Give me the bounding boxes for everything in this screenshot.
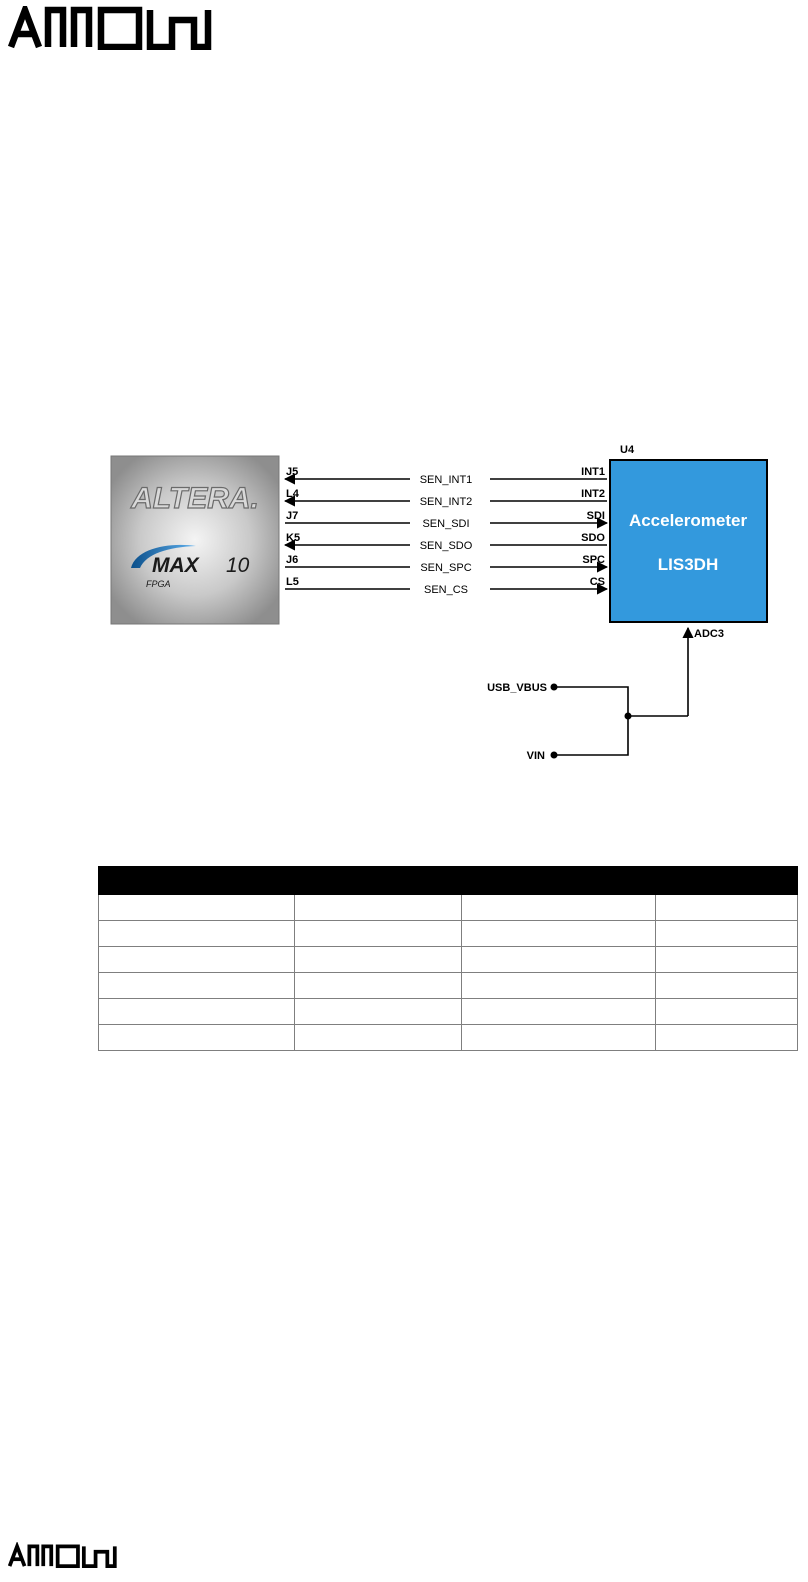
table-cell: [294, 946, 462, 973]
fpga-pin-label: J7: [286, 510, 298, 522]
fpga-brand: ALTERA.: [130, 482, 259, 515]
fpga-chip: ALTERA. MAX 10 FPGA: [110, 455, 280, 625]
table-cell: [294, 894, 462, 921]
signal-label-bg: [410, 515, 490, 529]
accelerometer-name: Accelerometer: [629, 511, 748, 530]
accelerometer-block: U4 Accelerometer LIS3DH ADC3: [609, 444, 768, 640]
signal-label-bg: [410, 581, 490, 595]
table-header-cell: [461, 866, 656, 895]
signal-label-bg: [410, 471, 490, 485]
signal-label: SEN_INT2: [420, 496, 473, 508]
usb-vbus-label: USB_VBUS: [487, 682, 547, 694]
arrow-logo-footer: [8, 1542, 117, 1569]
table-cell: [461, 894, 656, 921]
accelerometer-pin-label: SDO: [581, 532, 605, 544]
table-row: [98, 920, 798, 947]
table-header-cell: [655, 866, 798, 895]
fpga-pin-label: K5: [286, 532, 300, 544]
accelerometer-pin-label: SDI: [587, 510, 605, 522]
fpga-family: FPGA: [146, 579, 171, 589]
table-row: [98, 1024, 798, 1051]
table-header-cell: [294, 866, 462, 895]
usb-vbus-terminal: [550, 683, 558, 691]
accelerometer-part: LIS3DH: [658, 555, 718, 574]
fpga-product-suffix: 10: [226, 554, 250, 577]
table-cell: [461, 1024, 656, 1051]
table-header-row: [98, 866, 798, 895]
table-cell: [294, 972, 462, 999]
power-circuit: [554, 626, 694, 756]
table-cell: [655, 972, 798, 999]
table-cell: [98, 972, 295, 999]
adc-label: ADC3: [694, 628, 724, 640]
table-row: [98, 946, 798, 973]
max10-swoosh-icon: [131, 544, 196, 568]
table-cell: [461, 946, 656, 973]
table-cell: [294, 1024, 462, 1051]
fpga-pin-label: J6: [286, 554, 298, 566]
table-cell: [655, 946, 798, 973]
signal-label: SEN_SDI: [422, 518, 469, 530]
signal-label: SEN_SDO: [420, 540, 473, 552]
fpga-product: MAX: [152, 554, 201, 577]
accelerometer-pin-label: CS: [590, 576, 605, 588]
table-cell: [98, 894, 295, 921]
accelerometer-block-diagram: ALTERA. MAX 10 FPGA U4 Accelerometer LIS…: [110, 444, 768, 762]
table-row: [98, 972, 798, 999]
vin-terminal: [550, 751, 558, 759]
accelerometer-pin-label: SPC: [582, 554, 605, 566]
table-cell: [655, 894, 798, 921]
table-cell: [461, 920, 656, 947]
junction-dot: [624, 712, 632, 720]
fpga-pin-label: L4: [286, 488, 300, 500]
table-row: [98, 998, 798, 1025]
table-cell: [98, 946, 295, 973]
table-row: [98, 894, 798, 921]
table-cell: [655, 998, 798, 1025]
signal-label: SEN_INT1: [420, 474, 473, 486]
table-cell: [98, 998, 295, 1025]
fpga-pin-label: L5: [286, 576, 299, 588]
accelerometer-ref: U4: [620, 444, 635, 456]
signal-label-bg: [410, 559, 490, 573]
accelerometer-pin-label: INT1: [581, 466, 605, 478]
signal-label: SEN_SPC: [420, 562, 471, 574]
vin-label: VIN: [527, 750, 545, 762]
pin-assignment-table: [98, 866, 798, 1051]
fpga-pin-label: J5: [286, 466, 298, 478]
accelerometer-pin-label: INT2: [581, 488, 605, 500]
signal-label: SEN_CS: [424, 584, 468, 596]
table-cell: [98, 920, 295, 947]
table-cell: [461, 972, 656, 999]
signal-label-bg: [410, 537, 490, 551]
table-cell: [461, 998, 656, 1025]
table-cell: [294, 998, 462, 1025]
table-cell: [294, 920, 462, 947]
signal-label-bg: [410, 493, 490, 507]
arrow-logo: [8, 6, 212, 50]
table-header-cell: [98, 866, 295, 895]
table-cell: [655, 920, 798, 947]
table-cell: [98, 1024, 295, 1051]
table-cell: [655, 1024, 798, 1051]
